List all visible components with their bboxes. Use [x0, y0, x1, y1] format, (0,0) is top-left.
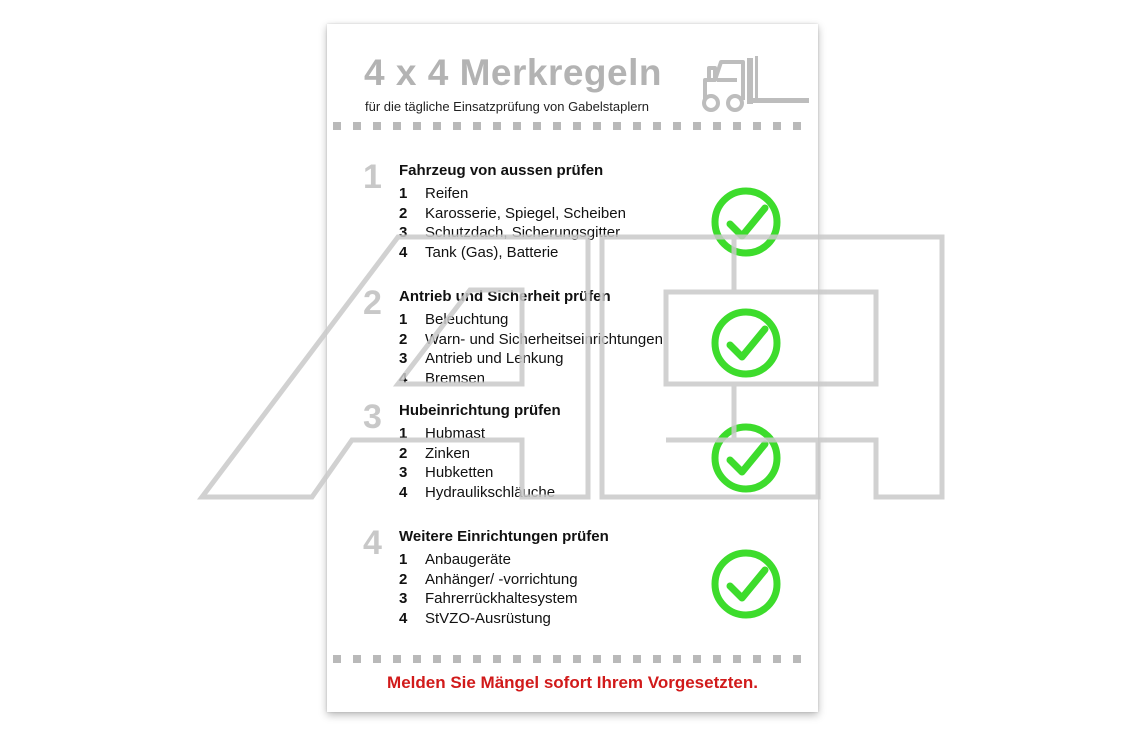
page-title: 4 x 4 Merkregeln — [364, 52, 662, 93]
section-number: 2 — [363, 284, 382, 322]
footer-warning: Melden Sie Mängel sofort Ihrem Vorgesetz… — [387, 673, 758, 692]
section-number: 1 — [363, 158, 382, 196]
section-title: Hubeinrichtung prüfen — [399, 402, 561, 419]
section-title: Weitere Einrichtungen prüfen — [399, 528, 609, 545]
dotted-divider-bottom — [333, 655, 813, 663]
section-title: Antrieb und Sicherheit prüfen — [399, 288, 611, 305]
section-number: 4 — [363, 524, 382, 562]
section-number: 3 — [363, 398, 382, 436]
checkmark-circle-icon — [711, 187, 781, 257]
checkmark-circle-icon — [711, 308, 781, 378]
forklift-icon — [702, 56, 809, 112]
checkmark-circle-icon — [711, 549, 781, 619]
checklist-card: 4 x 4 Merkregeln für die tägliche Einsat… — [327, 24, 818, 712]
section-title: Fahrzeug von aussen prüfen — [399, 162, 604, 179]
dotted-divider-top — [333, 122, 813, 130]
page-subtitle: für die tägliche Einsatzprüfung von Gabe… — [365, 99, 650, 114]
checkmark-circle-icon — [711, 423, 781, 493]
